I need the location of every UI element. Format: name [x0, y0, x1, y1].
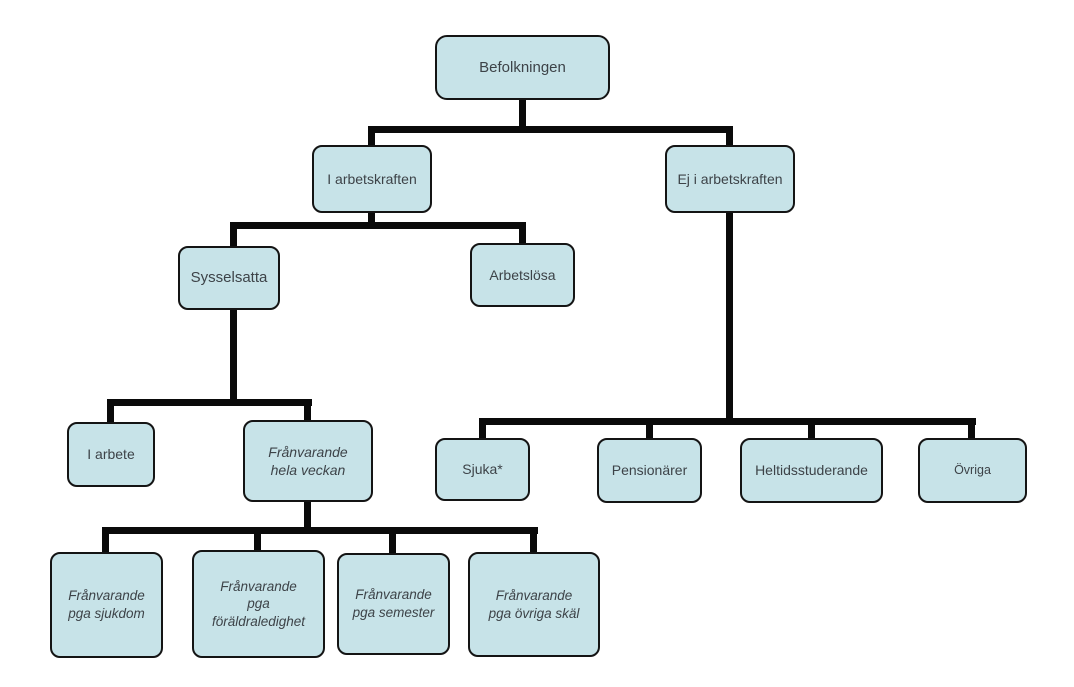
- node-franvarande-pga-foraldraledighet: Frånvarande pga föräldraledighet: [192, 550, 325, 658]
- connector-ej-i-arbetskraften-stem: [726, 213, 733, 425]
- connector-drop-pga-semester: [389, 527, 396, 553]
- connector-drop-arbetslosa: [519, 222, 526, 243]
- connector-i-arbetskraften-stem: [368, 213, 375, 229]
- node-heltidsstuderande: Heltidsstuderande: [740, 438, 883, 503]
- node-arbetslosa: Arbetslösa: [470, 243, 575, 307]
- connector-level5-bar: [102, 527, 538, 534]
- connector-sysselsatta-stem: [230, 310, 237, 406]
- connector-level3-bar: [230, 222, 526, 229]
- connector-drop-heltidsstuderande: [808, 418, 815, 438]
- connector-level4-right-bar: [479, 418, 976, 425]
- node-franvarande-hela-veckan: Frånvarande hela veckan: [243, 420, 373, 502]
- connector-drop-i-arbetskraften: [368, 126, 375, 145]
- connector-drop-franvarande-hela-veckan: [304, 399, 311, 420]
- node-pensionarer: Pensionärer: [597, 438, 702, 503]
- connector-level2-bar: [368, 126, 733, 133]
- connector-level4-left-bar: [107, 399, 312, 406]
- connector-drop-pga-foraldraledighet: [254, 527, 261, 550]
- node-ovriga: Övriga: [918, 438, 1027, 503]
- node-ej-i-arbetskraften: Ej i arbetskraften: [665, 145, 795, 213]
- node-franvarande-pga-ovriga-skal: Frånvarande pga övriga skäl: [468, 552, 600, 657]
- connector-drop-ej-i-arbetskraften: [726, 126, 733, 145]
- node-sjuka: Sjuka*: [435, 438, 530, 501]
- connector-drop-pga-sjukdom: [102, 527, 109, 552]
- connector-franvarande-stem: [304, 502, 311, 534]
- connector-drop-sjuka: [479, 418, 486, 438]
- connector-drop-pensionarer: [646, 418, 653, 438]
- node-befolkningen: Befolkningen: [435, 35, 610, 100]
- connector-drop-pga-ovriga-skal: [530, 527, 537, 552]
- node-franvarande-pga-semester: Frånvarande pga semester: [337, 553, 450, 655]
- node-i-arbete: I arbete: [67, 422, 155, 487]
- node-i-arbetskraften: I arbetskraften: [312, 145, 432, 213]
- node-franvarande-pga-sjukdom: Frånvarande pga sjukdom: [50, 552, 163, 658]
- connector-befolkningen-stem: [519, 100, 526, 133]
- connector-drop-sysselsatta: [230, 222, 237, 246]
- connector-drop-ovriga: [968, 418, 975, 438]
- node-sysselsatta: Sysselsatta: [178, 246, 280, 310]
- connector-drop-i-arbete: [107, 399, 114, 422]
